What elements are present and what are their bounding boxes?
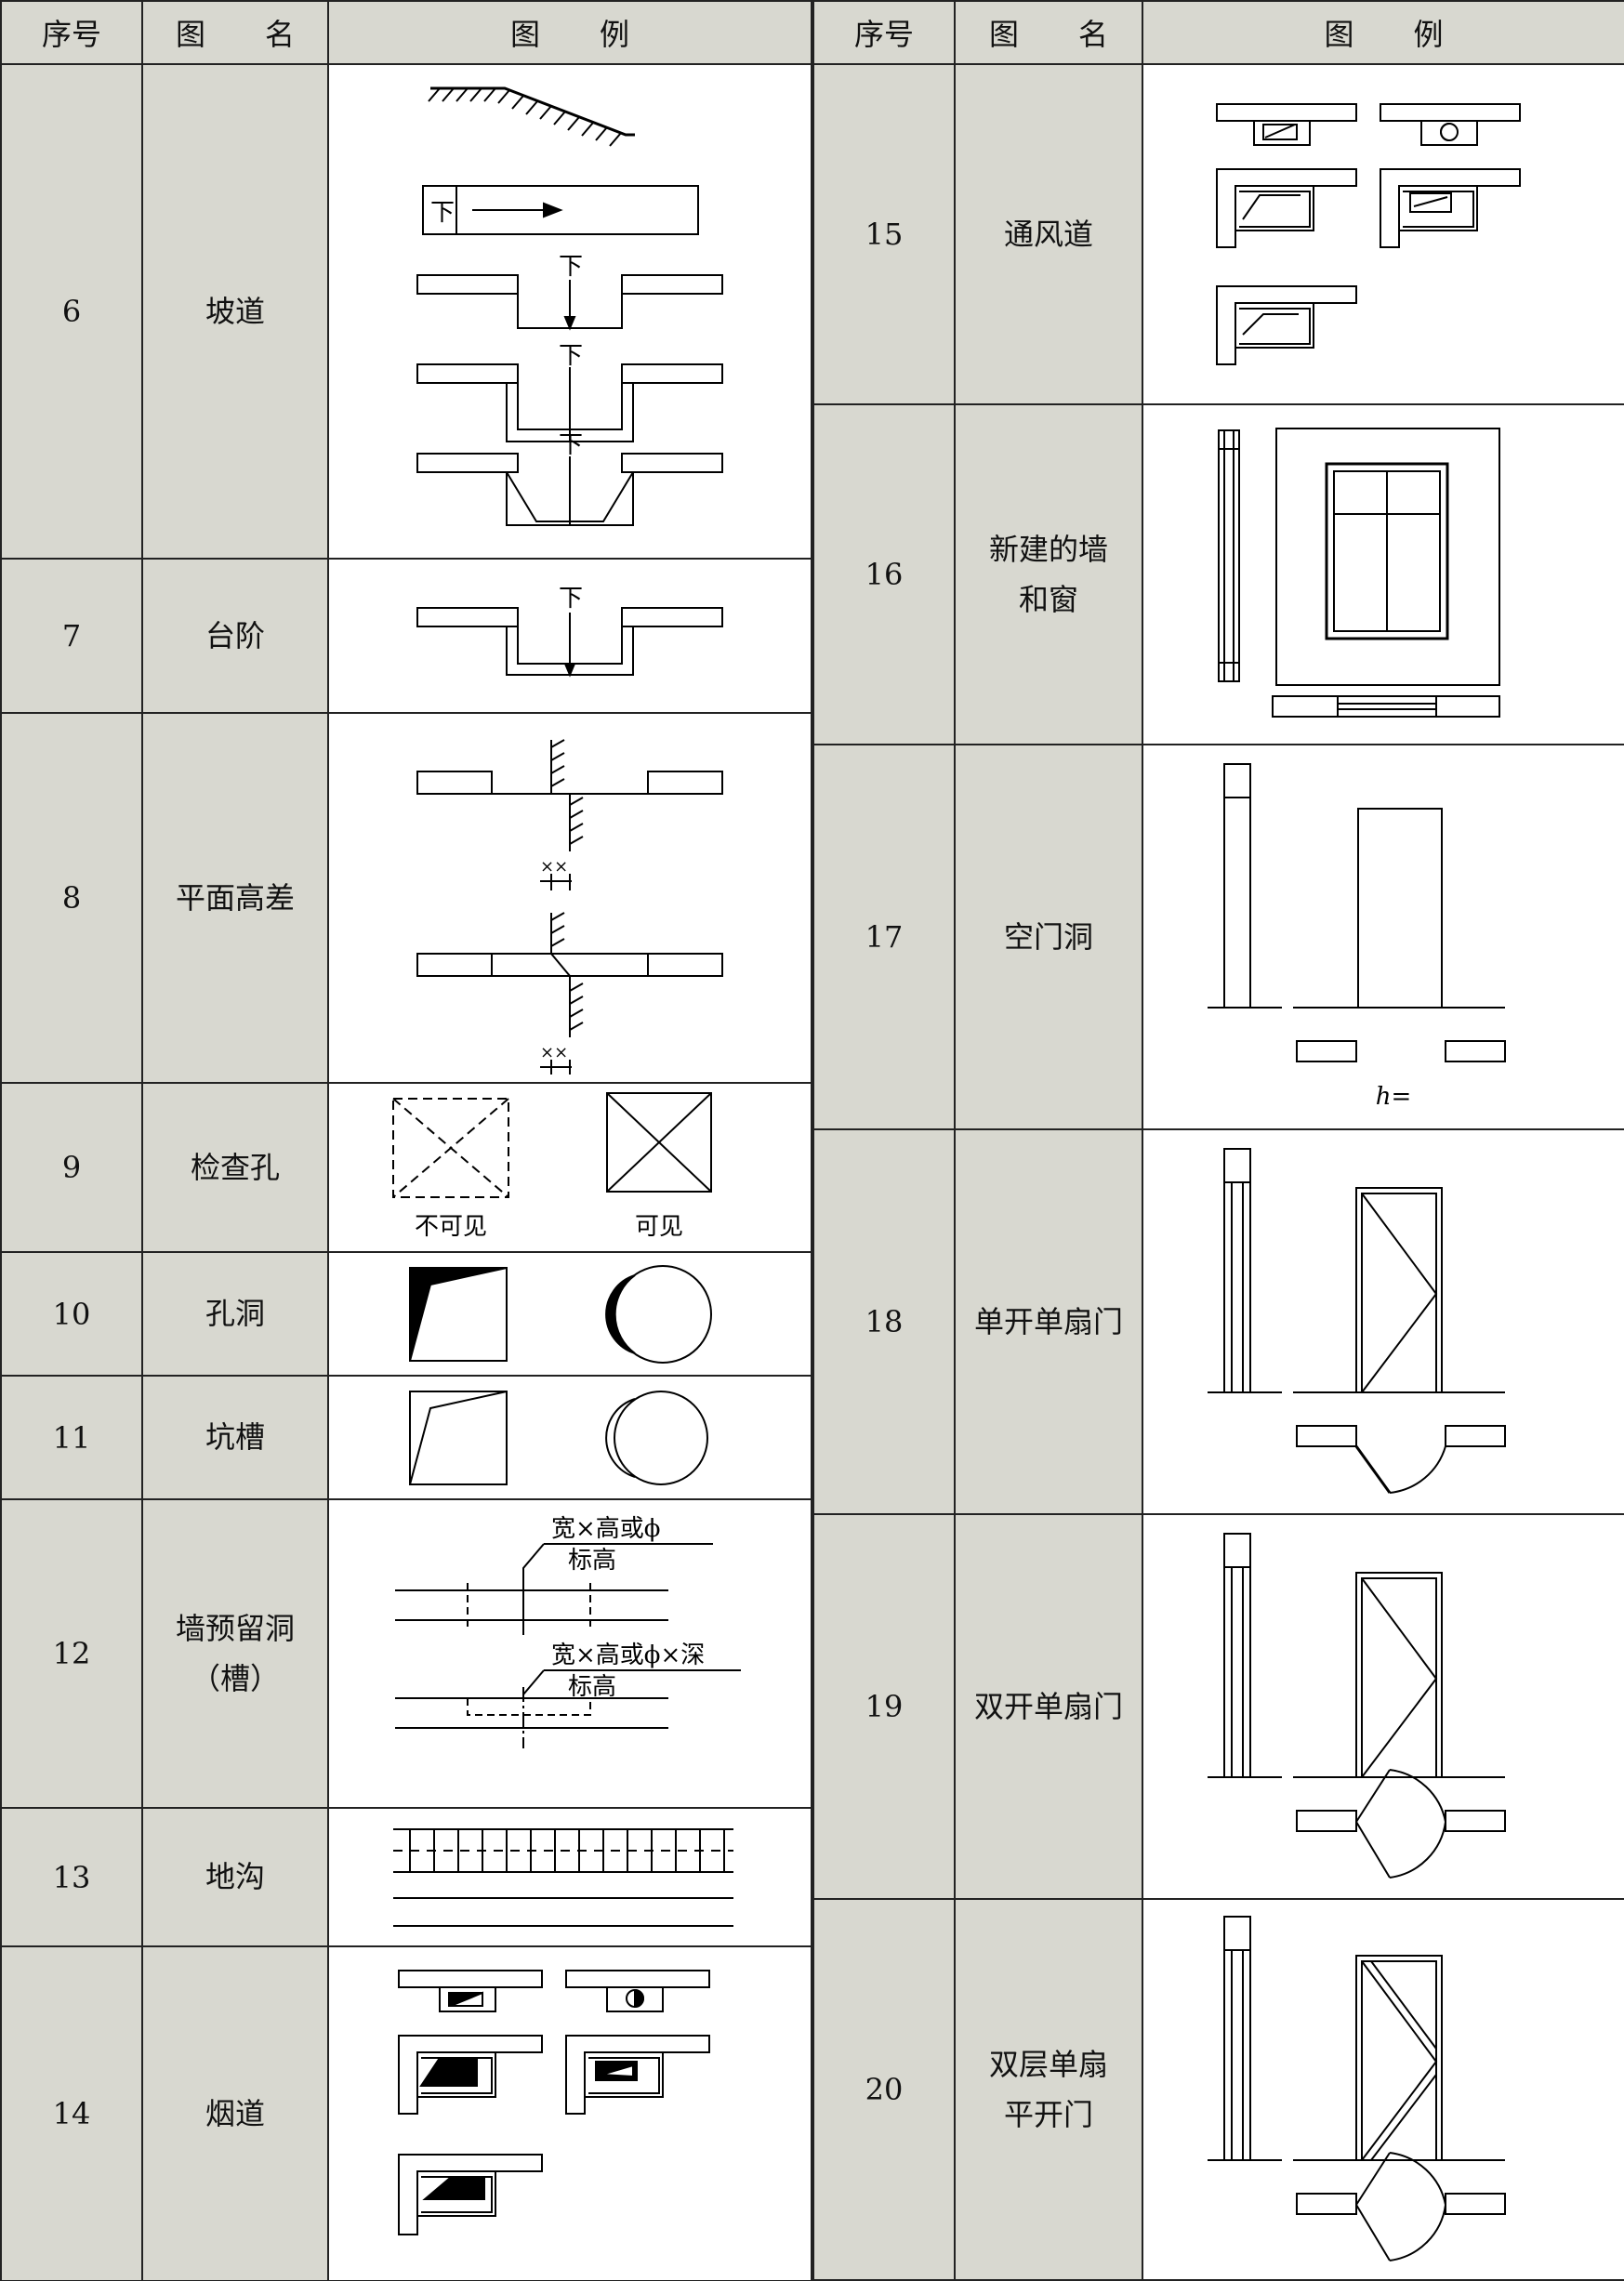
ramp-symbol: 下 下 下 下 <box>327 63 812 560</box>
table-row: 9 检查孔 不可见 可见 <box>0 1082 812 1253</box>
row-number: 11 <box>0 1375 143 1500</box>
row-name: 平面高差 <box>141 712 329 1084</box>
level-difference-symbol: ×× ×× <box>327 712 812 1084</box>
steps-label: 下 <box>559 585 583 613</box>
row-name: 双层单扇平开门 <box>954 1898 1143 2281</box>
table-row: 15 通风道 <box>812 63 1624 405</box>
header-legend: 图 例 <box>1142 0 1624 65</box>
row-number: 9 <box>0 1082 143 1253</box>
size-label: 宽×高或ϕ <box>551 1515 661 1543</box>
table-row: 12 墙预留洞（槽） 宽×高或ϕ 标高 宽×高或ϕ×深 标高 <box>0 1498 812 1809</box>
height-label: h= <box>1375 1083 1411 1111</box>
ramp-label: 下 <box>559 253 583 281</box>
table-row: 20 双层单扇平开门 <box>812 1898 1624 2281</box>
inspection-hole-symbol: 不可见 可见 <box>327 1082 812 1253</box>
header-name: 图 名 <box>141 0 329 65</box>
air-duct-symbol <box>1142 63 1624 405</box>
right-table: 序号 图 名 图 例 15 通风道 16 新建的墙和窗 17 空门洞 h <box>812 0 1624 2281</box>
row-number: 8 <box>0 712 143 1084</box>
row-name: 空门洞 <box>954 744 1143 1130</box>
table-row: 13 地沟 <box>0 1807 812 1947</box>
row-number: 18 <box>812 1128 956 1515</box>
flue-symbol <box>327 1945 812 2281</box>
row-name: 双开单扇门 <box>954 1513 1143 1900</box>
row-name: 通风道 <box>954 63 1143 405</box>
ramp-label: 下 <box>430 199 455 227</box>
row-number: 19 <box>812 1513 956 1900</box>
new-wall-window-symbol <box>1142 403 1624 745</box>
row-number: 20 <box>812 1898 956 2281</box>
double-layer-door-symbol <box>1142 1898 1624 2281</box>
row-number: 10 <box>0 1251 143 1377</box>
double-swing-door-symbol <box>1142 1513 1624 1900</box>
table-row: 6 坡道 下 下 下 下 <box>0 63 812 560</box>
header-no: 序号 <box>812 0 956 65</box>
elevation-label: 标高 <box>568 1547 616 1575</box>
row-name: 孔洞 <box>141 1251 329 1377</box>
pit-symbol <box>327 1375 812 1500</box>
row-name: 烟道 <box>141 1945 329 2281</box>
row-number: 6 <box>0 63 143 560</box>
header-legend: 图 例 <box>327 0 812 65</box>
row-number: 7 <box>0 558 143 714</box>
row-name: 坡道 <box>141 63 329 560</box>
row-name: 地沟 <box>141 1807 329 1947</box>
row-name: 单开单扇门 <box>954 1128 1143 1515</box>
level-label: ×× <box>540 857 568 877</box>
row-name: 检查孔 <box>141 1082 329 1253</box>
row-name: 台阶 <box>141 558 329 714</box>
row-number: 17 <box>812 744 956 1130</box>
table-row: 10 孔洞 <box>0 1251 812 1377</box>
single-swing-door-symbol <box>1142 1128 1624 1515</box>
door-opening-symbol: h= <box>1142 744 1624 1130</box>
row-name: 新建的墙和窗 <box>954 403 1143 745</box>
invisible-label: 不可见 <box>415 1213 487 1241</box>
table-row: 8 平面高差 ×× ×× <box>0 712 812 1084</box>
ramp-label: 下 <box>559 431 583 459</box>
table-row: 17 空门洞 h= <box>812 744 1624 1130</box>
right-header-row: 序号 图 名 图 例 <box>812 0 1624 65</box>
elevation-label: 标高 <box>568 1673 616 1701</box>
table-row: 11 坑槽 <box>0 1375 812 1500</box>
wall-reserved-hole-symbol: 宽×高或ϕ 标高 宽×高或ϕ×深 标高 <box>327 1498 812 1809</box>
steps-symbol: 下 <box>327 558 812 714</box>
table-row: 7 台阶 下 <box>0 558 812 714</box>
size-label: 宽×高或ϕ×深 <box>551 1642 705 1669</box>
header-no: 序号 <box>0 0 143 65</box>
trench-symbol <box>327 1807 812 1947</box>
row-name: 墙预留洞（槽） <box>141 1498 329 1809</box>
table-row: 18 单开单扇门 <box>812 1128 1624 1515</box>
table-row: 14 烟道 <box>0 1945 812 2281</box>
header-name: 图 名 <box>954 0 1143 65</box>
table-row: 16 新建的墙和窗 <box>812 403 1624 745</box>
ramp-label: 下 <box>559 342 583 370</box>
table-row: 19 双开单扇门 <box>812 1513 1624 1900</box>
row-number: 12 <box>0 1498 143 1809</box>
row-name: 坑槽 <box>141 1375 329 1500</box>
hole-symbol <box>327 1251 812 1377</box>
level-label: ×× <box>540 1043 568 1062</box>
left-header-row: 序号 图 名 图 例 <box>0 0 812 65</box>
row-number: 14 <box>0 1945 143 2281</box>
row-number: 15 <box>812 63 956 405</box>
row-number: 16 <box>812 403 956 745</box>
left-table: 序号 图 名 图 例 6 坡道 下 下 下 下 7 台阶 下 <box>0 0 812 2281</box>
visible-label: 可见 <box>635 1213 683 1241</box>
row-number: 13 <box>0 1807 143 1947</box>
